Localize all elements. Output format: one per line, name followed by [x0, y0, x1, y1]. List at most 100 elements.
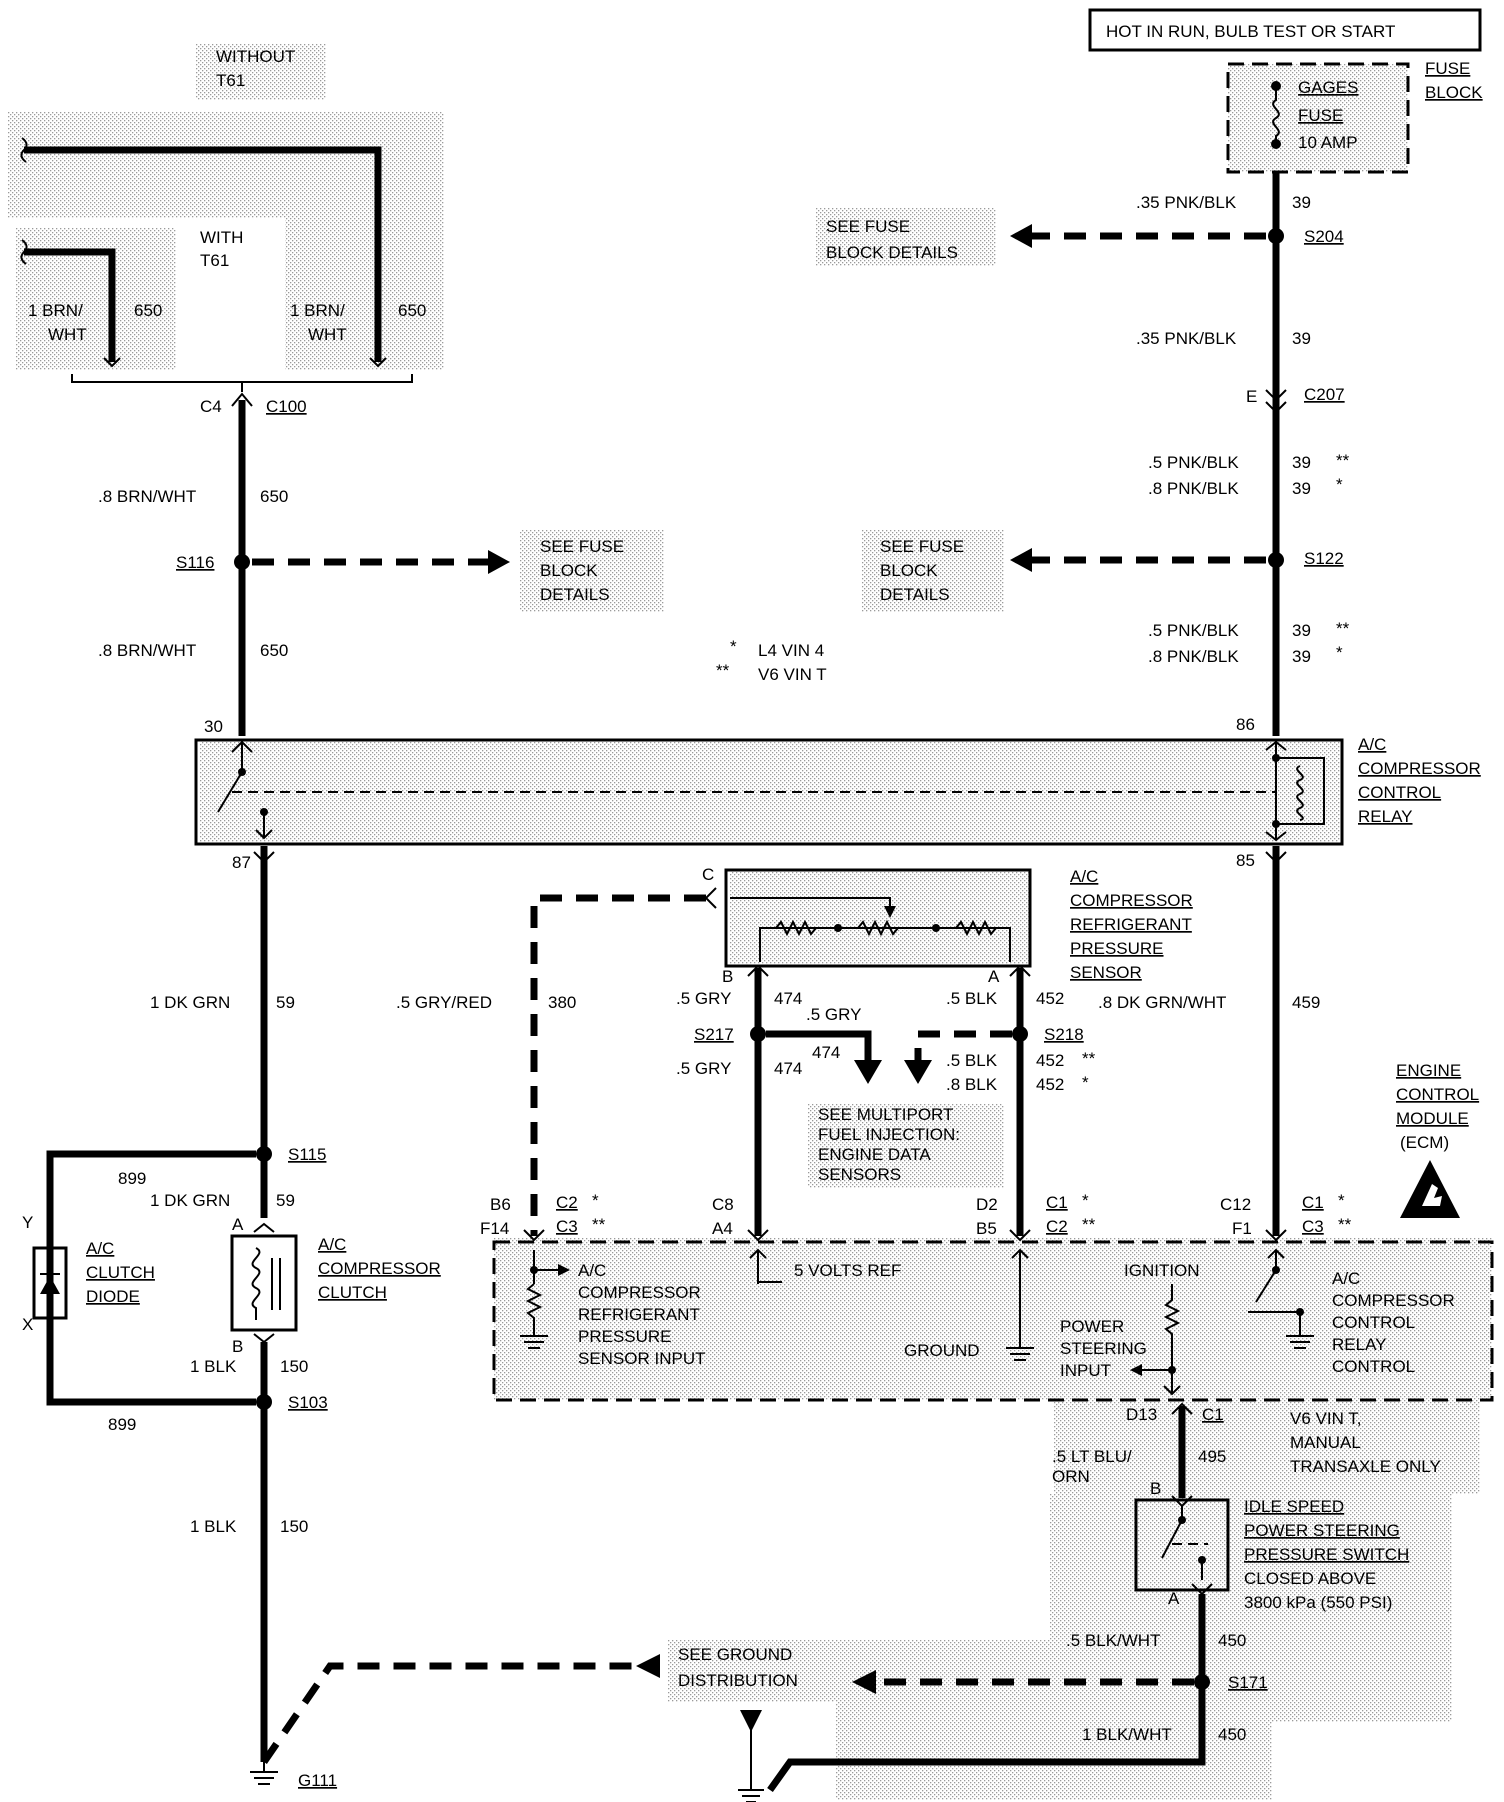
- shade-t61-harness: [8, 112, 444, 370]
- clutch-coil: [251, 1247, 281, 1320]
- ecm-5v-ref: 5 VOLTS REF: [794, 1261, 901, 1280]
- relay-contact-arm: [217, 771, 243, 813]
- shade-see-fuse-2: [520, 530, 664, 612]
- ecm-ignition-wire: [1163, 1284, 1181, 1394]
- arrow-474-mpfi: [854, 1060, 882, 1084]
- option-bracket: [71, 374, 413, 392]
- ecm-sensor-input-4: PRESSURE: [578, 1327, 672, 1346]
- wire-39-3a-circuit: 39: [1292, 453, 1311, 472]
- relay-pin-85: 85: [1236, 851, 1255, 870]
- harness-break-without: [20, 137, 28, 163]
- ground-s171-icon: [738, 1789, 764, 1802]
- ps-switch-fixed: [1198, 1556, 1206, 1564]
- shade-without-t61: [196, 44, 326, 100]
- ecm-conn-c1-3: C1: [1046, 1193, 1068, 1212]
- sensor-resistor-3: [955, 919, 997, 937]
- shade-see-fuse-1: [816, 208, 996, 266]
- wire-474-branch-circuit: 474: [812, 1043, 840, 1062]
- clutch-pin-b: B: [232, 1337, 243, 1356]
- wire-59-lower-label: 1 DK GRN: [150, 1191, 230, 1210]
- s122-label: S122: [1304, 549, 1344, 568]
- wire-650-lower-label: .8 BRN/WHT: [98, 641, 196, 660]
- wire-474-branch-label: .5 GRY: [806, 1005, 861, 1024]
- wire-39-3b-mark: *: [1336, 475, 1343, 494]
- s218-label: S218: [1044, 1025, 1084, 1044]
- mpfi-line1: SEE MULTIPORT: [818, 1105, 953, 1124]
- without-label: WITHOUT: [216, 47, 295, 66]
- wire-459-label: .8 DK GRN/WHT: [1098, 993, 1226, 1012]
- wire-474-top-label: .5 GRY: [676, 989, 731, 1008]
- mpfi-line2: FUEL INJECTION:: [818, 1125, 960, 1144]
- sensor-pin-c: C: [702, 865, 714, 884]
- sensor-title-5: SENSOR: [1070, 963, 1142, 982]
- legend-1-text: L4 VIN 4: [758, 641, 824, 660]
- clutch-title-3: CLUTCH: [318, 1283, 387, 1302]
- ecm-sensor-input-arrow: [558, 1264, 570, 1276]
- ps-title-2: POWER STEERING: [1244, 1521, 1400, 1540]
- g111-label: G111: [298, 1771, 337, 1790]
- arrow-s204-fuse-details: [1010, 224, 1032, 248]
- legend-2-mark: **: [716, 661, 730, 680]
- ecm-sensor-input-1: A/C: [578, 1261, 606, 1280]
- arrow-s116-fuse-details: [488, 550, 510, 574]
- wire-59-label: 1 DK GRN: [150, 993, 230, 1012]
- s103-label: S103: [288, 1393, 328, 1412]
- ecm-title-1: ENGINE: [1396, 1061, 1461, 1080]
- ecm-conn-c3-4-mark: **: [1338, 1215, 1352, 1234]
- ecm-relay-ctrl-2: COMPRESSOR: [1332, 1291, 1455, 1310]
- ecm-conn-c1-4: C1: [1302, 1193, 1324, 1212]
- wire-39-4a-circuit: 39: [1292, 621, 1311, 640]
- sensor-pin-a-terminal: [1009, 964, 1031, 977]
- clutch-body: [230, 1234, 298, 1332]
- sensor-node-2: [932, 924, 940, 932]
- ecm-outline: [492, 1240, 1494, 1402]
- s115-label: S115: [288, 1145, 326, 1164]
- wire-with-circuit: 650: [134, 301, 162, 320]
- wire-150-bottom-circuit: 150: [280, 1517, 308, 1536]
- wire-495-label-1: .5 LT BLU/: [1052, 1447, 1132, 1466]
- see-fuse-3-line1: SEE FUSE: [880, 537, 964, 556]
- wire-39-3a-label: .5 PNK/BLK: [1148, 453, 1239, 472]
- ecm-pin-a4-terminal: [747, 1229, 769, 1242]
- wire-474-branch: [766, 1030, 872, 1064]
- ps-title-4: CLOSED ABOVE: [1244, 1569, 1376, 1588]
- relay-coil-winding: [1296, 765, 1304, 821]
- wire-452-b2-label: .8 BLK: [946, 1075, 998, 1094]
- power-source-text: HOT IN RUN, BULB TEST OR START: [1106, 22, 1395, 41]
- mpfi-line3: ENGINE DATA: [818, 1145, 931, 1164]
- ecm-conn-c3-1-mark: **: [592, 1215, 606, 1234]
- wire-380-label: .5 GRY/RED: [396, 993, 492, 1012]
- wire-150-top-circuit: 150: [280, 1357, 308, 1376]
- ecm-sensor-ground-icon: [520, 1335, 548, 1349]
- splice-s217: [750, 1026, 766, 1042]
- s171-label: S171: [1228, 1673, 1268, 1692]
- connector-c100-arrow: [231, 392, 253, 407]
- sensor-pin-a: A: [988, 967, 1000, 986]
- wire-59-circuit: 59: [276, 993, 295, 1012]
- ps-title-1: IDLE SPEED: [1244, 1497, 1344, 1516]
- relay-contact-out: [255, 812, 273, 840]
- ps-pin-b: B: [1150, 1479, 1161, 1498]
- connector-c207: [1265, 389, 1287, 414]
- esd-hand-symbol: [1422, 1184, 1442, 1206]
- ecm-relay-ctrl-contact: [1296, 1308, 1304, 1316]
- wire-39-3b-circuit: 39: [1292, 479, 1311, 498]
- wire-without-circuit: 650: [398, 301, 426, 320]
- wire-39-4b-label: .8 PNK/BLK: [1148, 647, 1239, 666]
- ps-switch-pivot: [1178, 1516, 1186, 1524]
- ecm-sensor-input-3: REFRIGERANT: [578, 1305, 700, 1324]
- ps-note-3: TRANSAXLE ONLY: [1290, 1457, 1441, 1476]
- ecm-relay-ctrl-5: CONTROL: [1332, 1357, 1415, 1376]
- wire-150-bottom-label: 1 BLK: [190, 1517, 237, 1536]
- see-fuse-3-line2: BLOCK: [880, 561, 938, 580]
- wire-39-2-circuit: 39: [1292, 329, 1311, 348]
- ecm-title-2: CONTROL: [1396, 1085, 1479, 1104]
- mpfi-line4: SENSORS: [818, 1165, 901, 1184]
- fuse-bottom-terminal: [1271, 139, 1281, 149]
- arrow-452-mpfi: [904, 1060, 932, 1084]
- ecm-sensor-input-2: COMPRESSOR: [578, 1283, 701, 1302]
- splice-s122: [1268, 552, 1284, 568]
- fuse-block-title-1: FUSE: [1425, 59, 1470, 78]
- s217-label: S217: [694, 1025, 734, 1044]
- sensor-wiper-arrow: [884, 906, 896, 918]
